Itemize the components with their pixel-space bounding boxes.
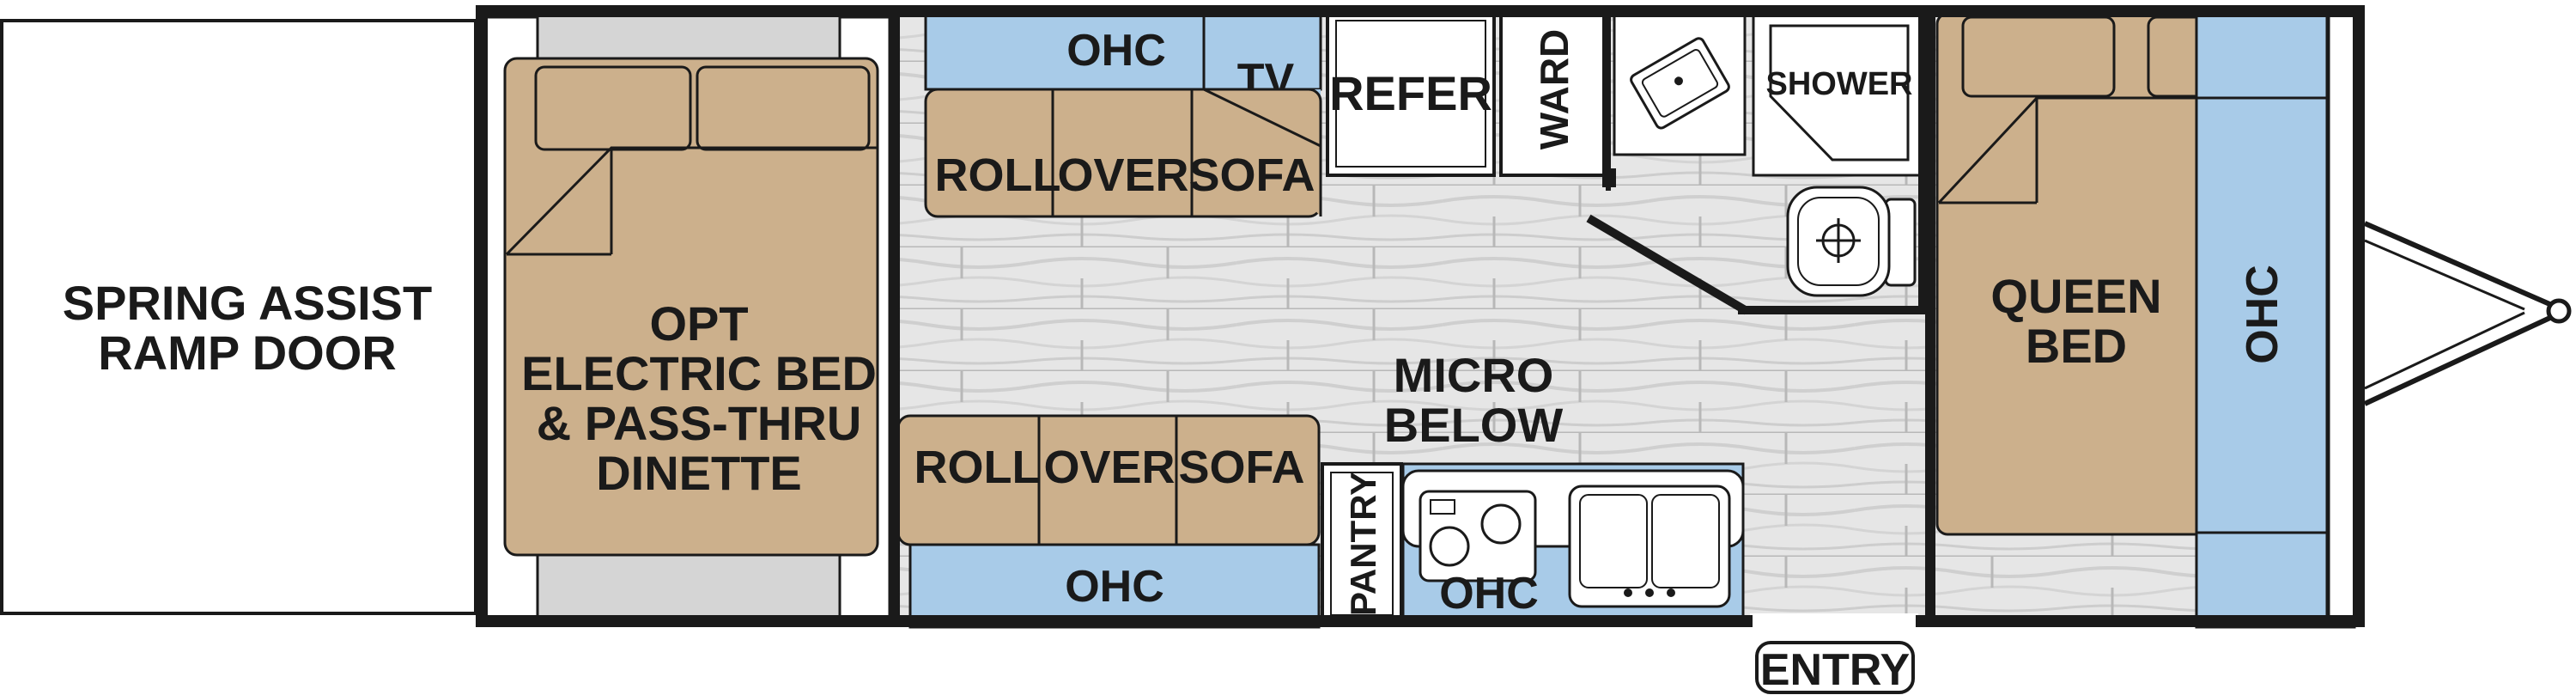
ohc-bottom-label: OHC <box>1065 562 1164 612</box>
shower-label: SHOWER <box>1766 66 1913 102</box>
wardrobe: WARD <box>1499 10 1606 177</box>
bed-label-line4: DINETTE <box>596 446 802 500</box>
stove <box>1419 490 1537 582</box>
micro-label-line1: MICRO <box>1394 348 1554 402</box>
sofa-top-over: OVER <box>1057 149 1188 201</box>
ward-label: WARD <box>1532 29 1577 150</box>
kitchen-sink <box>1568 485 1731 608</box>
ramp-door: SPRING ASSIST RAMP DOOR <box>0 19 477 615</box>
sofa-top-sofa: SOFA <box>1188 149 1315 201</box>
entry-label: ENTRY <box>1760 645 1910 695</box>
shower: SHOWER <box>1752 10 1923 177</box>
ramp-door-label-line2: RAMP DOOR <box>98 326 396 380</box>
bed-label-line1: OPT <box>649 296 748 351</box>
ohc-kitchen-label: OHC <box>1439 569 1539 619</box>
sofa-top-roll: ROLL <box>935 149 1061 201</box>
overhead-cabinet-right: OHC <box>2195 10 2329 629</box>
bathroom: SHOWER <box>1613 10 1923 309</box>
sofa-bottom-roll: ROLL <box>914 442 1041 493</box>
bed-label-line2: ELECTRIC BED <box>521 346 877 400</box>
roll-over-sofa-bottom: ROLL OVER SOFA <box>896 414 1321 546</box>
micro-label-line2: BELOW <box>1384 398 1564 452</box>
pantry-label: PANTRY <box>1343 472 1383 616</box>
pantry: PANTRY <box>1321 462 1403 625</box>
bed-label-line3: & PASS-THRU <box>537 396 862 450</box>
ohc-right-label: OHC <box>2238 265 2287 364</box>
queen-label-line2: BED <box>2026 319 2127 373</box>
refrigerator: REFER <box>1326 10 1496 177</box>
toilet <box>1786 186 1917 297</box>
overhead-cabinet-bottom: OHC <box>908 543 1321 629</box>
roll-over-sofa-top: ROLL OVER SOFA <box>924 88 1322 218</box>
sofa-bottom-over: OVER <box>1043 442 1175 493</box>
kitchen-counter: OHC <box>1401 462 1745 625</box>
sofa-bottom-sofa: SOFA <box>1178 442 1304 493</box>
entry-door[interactable]: ENTRY <box>1747 613 1921 695</box>
ohc-top-label: OHC <box>1066 26 1166 76</box>
trailer-hitch <box>2363 221 2572 406</box>
queen-label-line1: QUEEN <box>1990 269 2161 323</box>
electric-bed: OPT ELECTRIC BED & PASS-THRU DINETTE <box>503 57 879 557</box>
bathroom-sink <box>1613 10 1747 156</box>
refer-label: REFER <box>1329 66 1492 120</box>
ramp-door-label-line1: SPRING ASSIST <box>63 276 432 330</box>
